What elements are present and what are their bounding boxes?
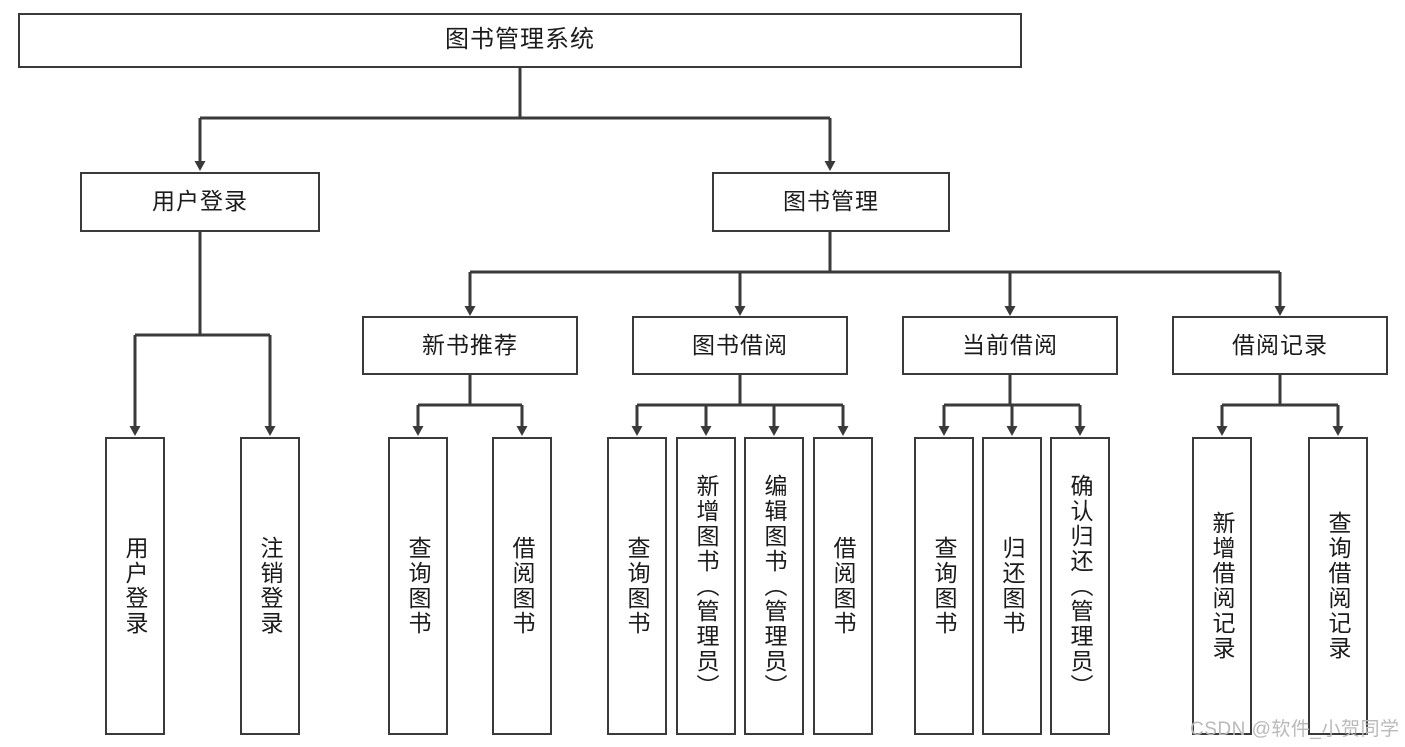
node-label: 新增借阅记录	[1209, 511, 1236, 661]
node-label: 图书管理系统	[445, 26, 595, 54]
node-label: 新书推荐	[422, 331, 518, 358]
leaf-current-borrow-return[interactable]: 归还图书	[982, 437, 1042, 735]
leaf-user-login-login[interactable]: 用户登录	[105, 437, 165, 735]
node-label: 当前借阅	[962, 331, 1058, 358]
node-user-login[interactable]: 用户登录	[80, 172, 320, 232]
leaf-new-book-borrow[interactable]: 借阅图书	[492, 437, 552, 735]
node-label: 用户登录	[122, 536, 149, 636]
node-label: 用户登录	[152, 188, 248, 215]
leaf-book-borrow-add[interactable]: 新增图书（管理员）	[676, 437, 736, 735]
node-label: 查询图书	[624, 536, 651, 636]
node-root-system[interactable]: 图书管理系统	[18, 13, 1022, 68]
node-label: 归还图书	[999, 536, 1026, 636]
leaf-current-borrow-query[interactable]: 查询图书	[914, 437, 974, 735]
node-label: 图书管理	[783, 188, 879, 215]
leaf-book-borrow-edit[interactable]: 编辑图书（管理员）	[744, 437, 804, 735]
node-label: 新增图书（管理员）	[693, 473, 720, 699]
node-label: 注销登录	[257, 536, 284, 636]
node-label: 确认归还（管理员）	[1067, 473, 1094, 699]
node-current-borrow[interactable]: 当前借阅	[902, 316, 1118, 375]
node-label: 查询借阅记录	[1325, 511, 1352, 661]
node-label: 编辑图书（管理员）	[761, 473, 788, 699]
watermark-text: CSDN @软件_小贺同学	[1190, 719, 1400, 740]
node-label: 图书借阅	[692, 331, 788, 358]
leaf-new-book-query[interactable]: 查询图书	[388, 437, 448, 735]
node-book-management[interactable]: 图书管理	[712, 172, 950, 232]
node-label: 查询图书	[931, 536, 958, 636]
csdn-watermark: CSDN @软件_小贺同学	[1190, 714, 1399, 741]
node-label: 借阅记录	[1232, 331, 1328, 358]
leaf-current-borrow-confirm-return[interactable]: 确认归还（管理员）	[1050, 437, 1110, 735]
leaf-user-login-logout[interactable]: 注销登录	[240, 437, 300, 735]
leaf-borrow-record-query[interactable]: 查询借阅记录	[1308, 437, 1368, 735]
node-new-book-recommend[interactable]: 新书推荐	[362, 316, 578, 375]
node-book-borrow[interactable]: 图书借阅	[632, 316, 848, 375]
node-label: 借阅图书	[509, 536, 536, 636]
node-borrow-record[interactable]: 借阅记录	[1172, 316, 1388, 375]
leaf-borrow-record-add[interactable]: 新增借阅记录	[1192, 437, 1252, 735]
node-label: 查询图书	[405, 536, 432, 636]
leaf-book-borrow-query[interactable]: 查询图书	[607, 437, 667, 735]
leaf-book-borrow-borrow[interactable]: 借阅图书	[813, 437, 873, 735]
node-label: 借阅图书	[830, 536, 857, 636]
